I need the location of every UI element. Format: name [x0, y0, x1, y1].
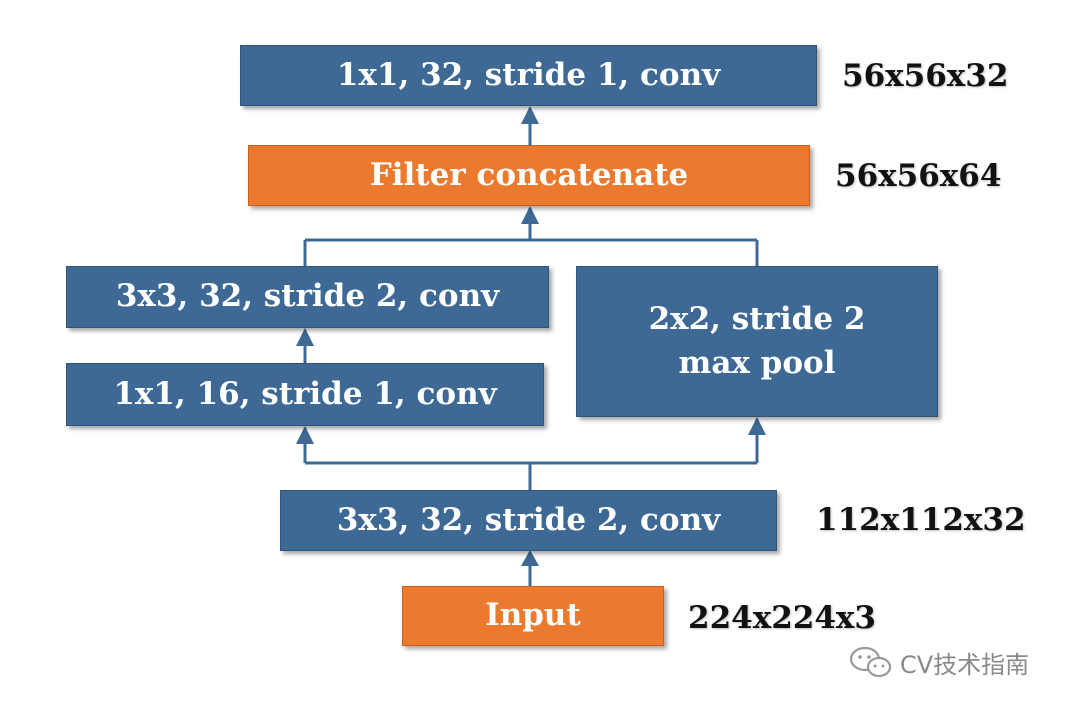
arrowhead — [296, 328, 314, 346]
top-conv-dimension: 56x56x32 — [842, 58, 1009, 94]
left-conv-1x1-block: 1x1, 16, stride 1, conv — [66, 363, 544, 426]
left-conv-3x3-block: 3x3, 32, stride 2, conv — [66, 266, 549, 328]
max-pool-label-line2: max pool — [678, 344, 836, 381]
stem-conv-label: 3x3, 32, stride 2, conv — [336, 501, 721, 538]
max-pool-label-line1: 2x2, stride 2 — [648, 301, 866, 338]
wechat-icon — [849, 646, 892, 678]
concat-dimension: 56x56x64 — [835, 158, 1002, 194]
top-conv-block: 1x1, 32, stride 1, conv — [240, 45, 817, 106]
input-dimension: 224x224x3 — [688, 600, 876, 636]
left-conv-3x3-label: 3x3, 32, stride 2, conv — [115, 278, 500, 315]
max-pool-block: 2x2, stride 2 max pool — [576, 266, 938, 417]
arrowhead — [748, 417, 766, 435]
input-label: Input — [485, 597, 581, 634]
watermark: CV技术指南 — [848, 642, 1029, 682]
watermark-text: CV技术指南 — [900, 650, 1030, 679]
stem-conv-block: 3x3, 32, stride 2, conv — [280, 490, 777, 551]
filter-concatenate-label: Filter concatenate — [369, 156, 689, 193]
input-block: Input — [402, 586, 664, 646]
top-conv-label: 1x1, 32, stride 1, conv — [336, 56, 721, 93]
arrowhead — [296, 426, 314, 444]
arrowhead — [521, 206, 539, 224]
arrowhead — [521, 550, 539, 566]
stem-conv-dimension: 112x112x32 — [816, 502, 1026, 538]
arrowhead — [521, 106, 539, 124]
left-conv-1x1-label: 1x1, 16, stride 1, conv — [113, 375, 497, 412]
filter-concatenate-block: Filter concatenate — [248, 145, 810, 206]
